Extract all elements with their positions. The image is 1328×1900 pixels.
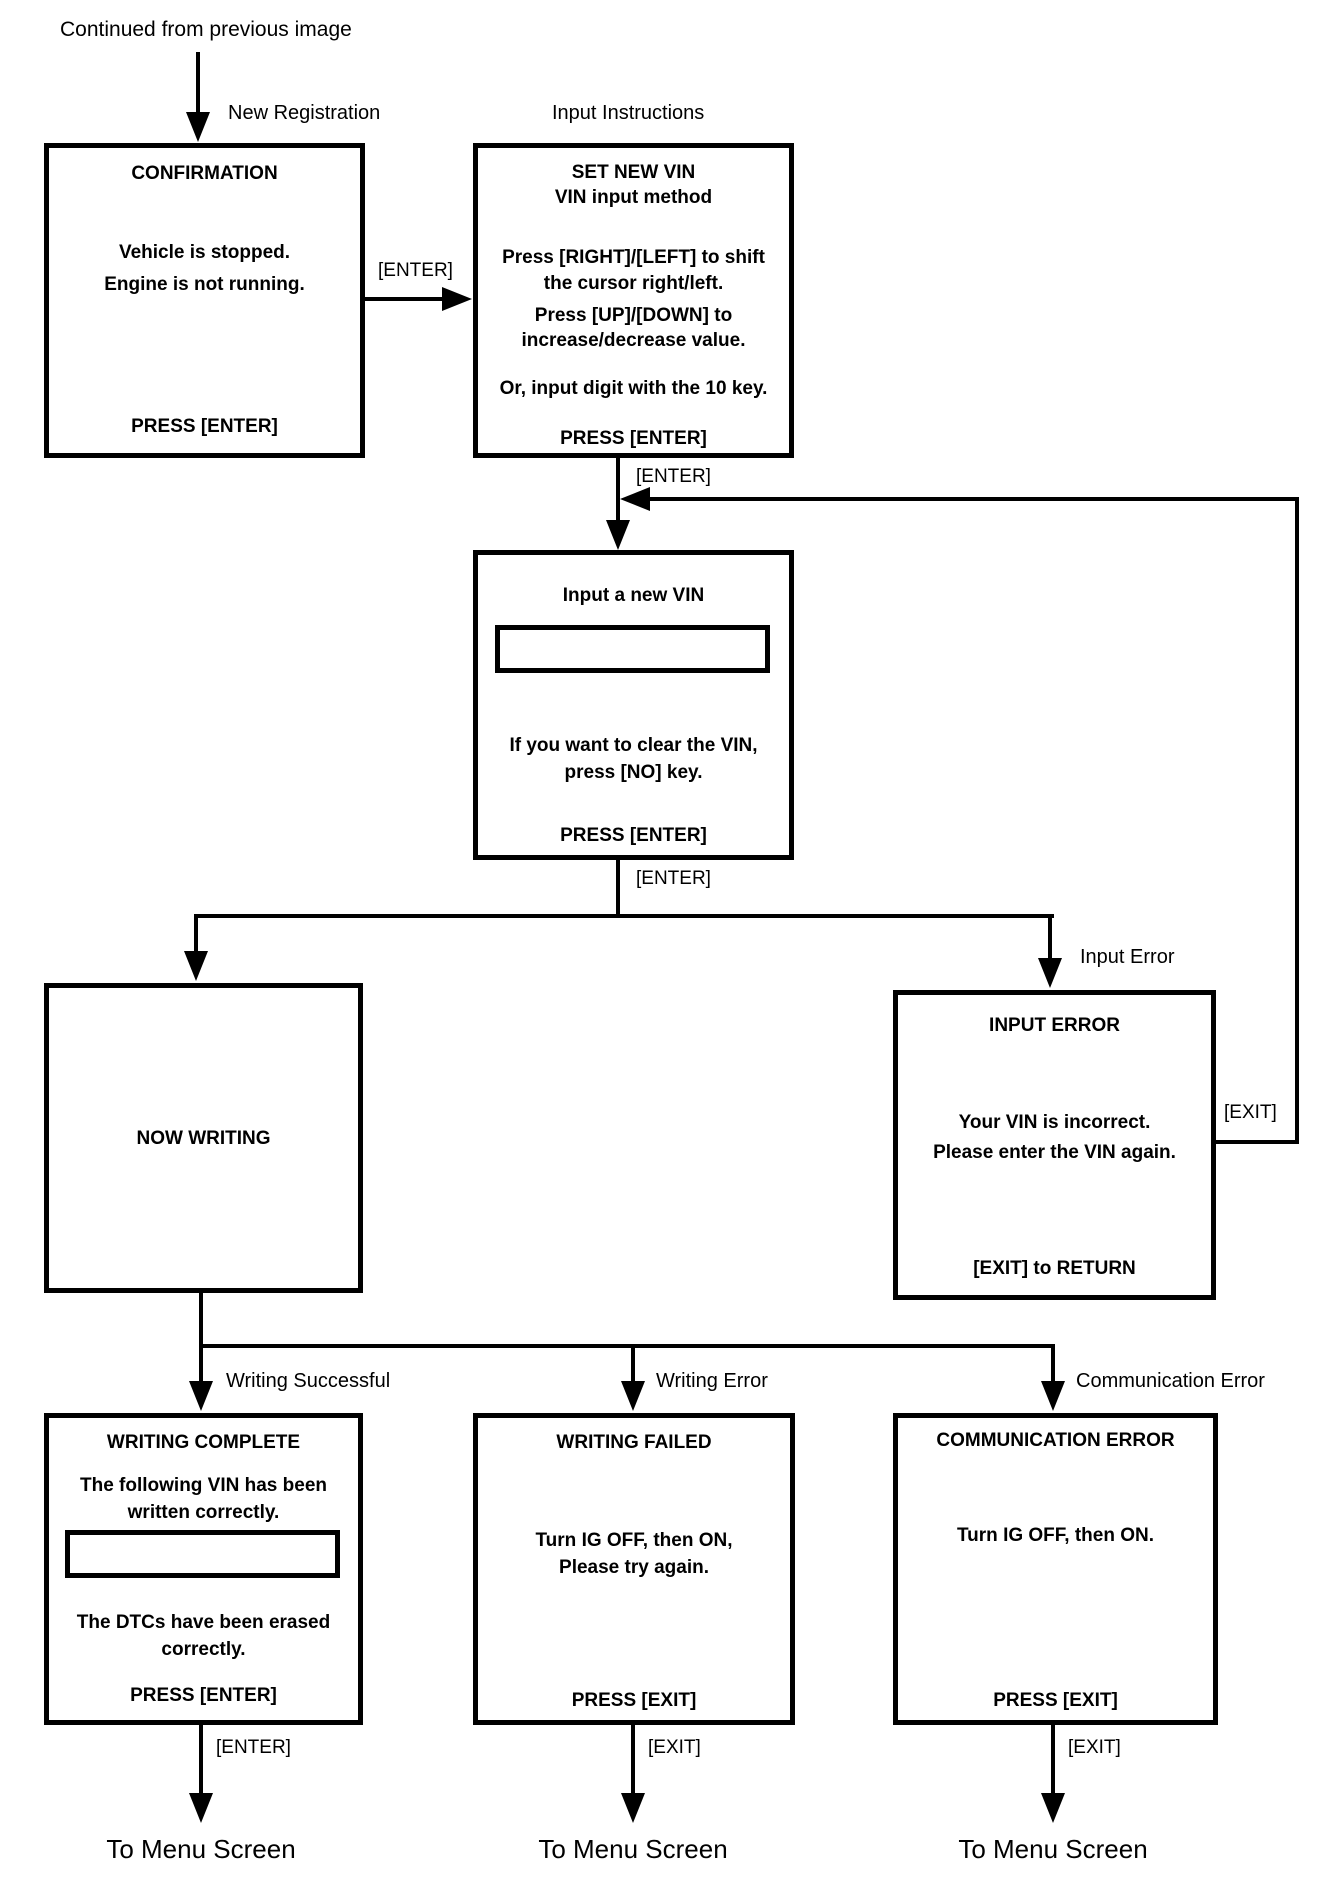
flow-line: [616, 860, 620, 918]
flow-line: [1051, 1344, 1055, 1384]
flow-line-start: [196, 52, 200, 118]
arrow-down-icon: [1041, 1381, 1065, 1411]
flow-line-return-top: [644, 497, 1299, 501]
flow-line-split: [194, 914, 1054, 918]
screen-footer: PRESS [EXIT]: [571, 1690, 697, 1711]
screen-footer: PRESS [ENTER]: [560, 428, 707, 449]
screen-text-line: If you want to clear the VIN,: [509, 735, 758, 756]
flow-line-return-right: [1295, 497, 1299, 1144]
arrow-down-icon: [606, 520, 630, 550]
flow-line-split: [199, 1344, 1055, 1348]
enter-key-label: [ENTER]: [216, 1737, 291, 1758]
arrow-down-icon: [621, 1793, 645, 1823]
flow-line: [616, 458, 620, 520]
vin-result-field: [65, 1530, 340, 1578]
writing-successful-label: Writing Successful: [226, 1370, 391, 1392]
new-registration-label: New Registration: [228, 102, 381, 124]
input-error-label: Input Error: [1080, 946, 1175, 968]
exit-key-label: [EXIT]: [648, 1737, 701, 1758]
input-error-screen-box: INPUT ERROR Your VIN is incorrect. Pleas…: [893, 990, 1216, 1300]
screen-title: INPUT ERROR: [989, 1015, 1120, 1036]
enter-key-label: [ENTER]: [378, 260, 453, 281]
communication-error-screen-box: COMMUNICATION ERROR Turn IG OFF, then ON…: [893, 1413, 1218, 1725]
flow-line: [199, 1293, 203, 1348]
screen-footer: [EXIT] to RETURN: [973, 1258, 1136, 1279]
flow-line: [194, 914, 198, 954]
writing-complete-screen-box: WRITING COMPLETE The following VIN has b…: [44, 1413, 363, 1725]
flow-line: [199, 1344, 203, 1384]
screen-title: SET NEW VIN: [571, 162, 696, 183]
screen-footer: PRESS [ENTER]: [560, 825, 707, 846]
continued-from-label: Continued from previous image: [60, 18, 352, 41]
screen-title: CONFIRMATION: [131, 163, 278, 184]
to-menu-screen-terminal: To Menu Screen: [106, 1834, 296, 1864]
screen-footer: PRESS [EXIT]: [993, 1690, 1118, 1711]
arrow-down-icon: [1041, 1793, 1065, 1823]
screen-text-line: written correctly.: [127, 1502, 280, 1523]
flow-line: [1048, 914, 1052, 960]
communication-error-label: Communication Error: [1076, 1370, 1265, 1392]
now-writing-screen-box: NOW WRITING: [44, 983, 363, 1293]
screen-text-line: Your VIN is incorrect.: [958, 1112, 1151, 1133]
flow-line: [631, 1344, 635, 1384]
screen-footer: PRESS [ENTER]: [131, 416, 278, 437]
screen-text-line: correctly.: [161, 1639, 246, 1660]
screen-text-line: the cursor right/left.: [543, 273, 724, 294]
arrow-down-icon: [621, 1381, 645, 1411]
screen-text-line: Press [UP]/[DOWN] to: [534, 305, 733, 326]
flow-line: [631, 1725, 635, 1795]
screen-text-line: press [NO] key.: [564, 762, 703, 783]
screen-text-line: Vehicle is stopped.: [118, 242, 291, 263]
screen-text-line: The following VIN has been: [79, 1475, 328, 1496]
enter-key-label: [ENTER]: [636, 868, 711, 889]
screen-text-line: increase/decrease value.: [521, 330, 746, 351]
writing-error-label: Writing Error: [656, 1370, 768, 1392]
arrow-right-icon: [442, 287, 472, 311]
flow-line-return-bottom: [1216, 1140, 1299, 1144]
screen-text-line: Engine is not running.: [104, 274, 305, 295]
screen-title: NOW WRITING: [136, 1128, 271, 1149]
input-new-vin-screen-box: Input a new VIN If you want to clear the…: [473, 550, 794, 860]
arrow-down-icon: [189, 1793, 213, 1823]
flow-line: [364, 297, 448, 301]
exit-key-label: [EXIT]: [1068, 1737, 1121, 1758]
screen-title: VIN input method: [554, 187, 713, 208]
to-menu-screen-terminal: To Menu Screen: [958, 1834, 1148, 1864]
screen-text-line: Please try again.: [559, 1557, 709, 1578]
screen-text-line: Please enter the VIN again.: [933, 1142, 1176, 1163]
screen-text-line: The DTCs have been erased: [76, 1612, 331, 1633]
confirmation-screen-box: CONFIRMATION Vehicle is stopped. Engine …: [44, 143, 365, 458]
screen-title: WRITING FAILED: [556, 1432, 712, 1453]
screen-title: COMMUNICATION ERROR: [936, 1430, 1175, 1451]
screen-text-line: Turn IG OFF, then ON,: [535, 1530, 733, 1551]
arrow-down-icon: [184, 951, 208, 981]
input-instructions-label: Input Instructions: [552, 102, 705, 124]
screen-title: Input a new VIN: [562, 585, 705, 606]
arrow-down-icon: [189, 1381, 213, 1411]
screen-text-line: Or, input digit with the 10 key.: [499, 378, 768, 399]
screen-title: WRITING COMPLETE: [106, 1432, 301, 1453]
screen-text-line: Turn IG OFF, then ON.: [956, 1525, 1155, 1546]
flow-line: [1051, 1725, 1055, 1795]
arrow-down-icon: [1038, 958, 1062, 988]
flow-line: [199, 1725, 203, 1795]
exit-key-label: [EXIT]: [1224, 1102, 1277, 1123]
writing-failed-screen-box: WRITING FAILED Turn IG OFF, then ON, Ple…: [473, 1413, 795, 1725]
screen-footer: PRESS [ENTER]: [130, 1685, 277, 1706]
vin-input-field: [495, 625, 770, 673]
arrow-down-icon: [186, 112, 210, 142]
screen-text-line: Press [RIGHT]/[LEFT] to shift: [502, 247, 765, 268]
to-menu-screen-terminal: To Menu Screen: [538, 1834, 728, 1864]
enter-key-label: [ENTER]: [636, 466, 711, 487]
set-new-vin-screen-box: SET NEW VIN VIN input method Press [RIGH…: [473, 143, 794, 458]
